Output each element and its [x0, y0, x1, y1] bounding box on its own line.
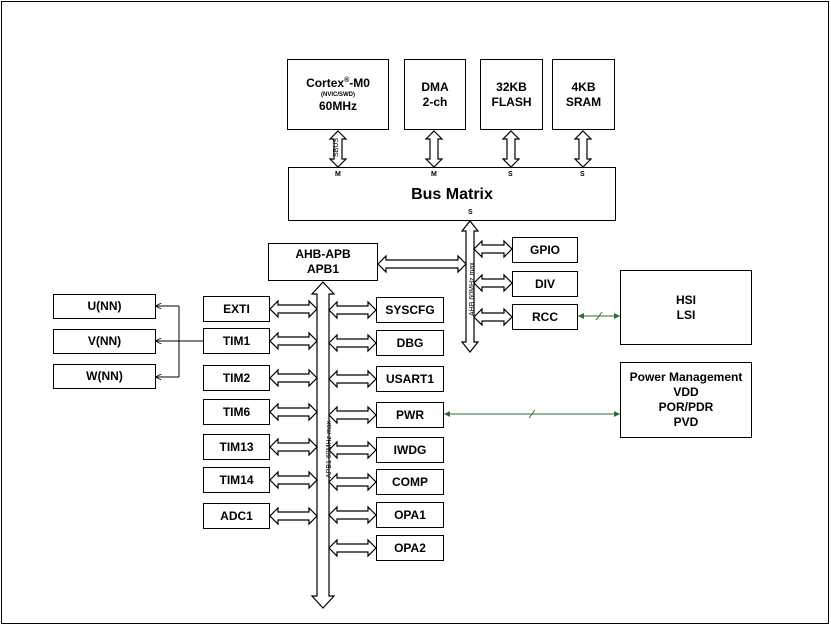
clock-line2: LSI [676, 307, 696, 322]
tim2-block: TIM2 [203, 365, 270, 391]
core-subtitle: (NVIC/SWD) [321, 91, 355, 98]
usart1-block: USART1 [376, 366, 444, 392]
tim13-block: TIM13 [203, 434, 270, 460]
apb-right-arrow-1 [328, 333, 377, 353]
rcc-block: RCC [512, 304, 578, 330]
port-s-flash: S [508, 171, 513, 178]
sram-line2: SRAM [565, 94, 602, 109]
power-line-pvd: PVD [673, 415, 699, 429]
core-title: Cortex®-M0 [306, 75, 370, 90]
bus-matrix: Bus Matrix [288, 167, 616, 221]
apb-left-arrow-6 [269, 506, 318, 526]
exti-block: EXTI [203, 296, 270, 322]
apb1-bus-label: APB1 60MHz max [326, 420, 333, 478]
pwr-power-link-head-a [444, 411, 450, 417]
tim6-block: TIM6 [203, 399, 270, 425]
apb-right-arrow-2 [328, 369, 377, 389]
core-frequency: 60MHz [318, 98, 357, 113]
sram-line1: 4KB [571, 79, 596, 94]
connectors [156, 130, 620, 609]
flash-line2: FLASH [491, 94, 532, 109]
clock-line1: HSI [675, 292, 696, 307]
apb-right-arrow-3 [328, 405, 377, 425]
bridge-ahb-arrow [377, 254, 467, 274]
power-management-block: Power Management VDD POR/PDR PVD [620, 362, 752, 438]
dma-block: DMA 2-ch [404, 59, 466, 130]
pwr-power-link-slash [528, 409, 536, 419]
apb-right-arrow-0 [328, 300, 377, 320]
apb1-bus-arrow [310, 281, 336, 609]
ahb-div-arrow [473, 273, 513, 293]
pwr-block: PWR [376, 402, 444, 428]
ahb-bus-label: AHB 60MHz max [469, 262, 476, 316]
port-m-core: M [335, 171, 341, 178]
ahb-gpio-arrow [473, 239, 513, 259]
flash-line1: 32KB [496, 79, 527, 94]
apb-right-arrow-6 [328, 505, 377, 525]
iwdg-block: IWDG [376, 437, 444, 463]
apb-right-arrow-7 [328, 538, 377, 558]
apb-right-arrow-5 [328, 472, 377, 492]
gpio-block: GPIO [512, 237, 578, 263]
output-v: V(NN) [53, 329, 156, 354]
power-title: Power Management [629, 370, 743, 384]
port-s-ahb: S [468, 209, 473, 216]
clock-sources-block: HSI LSI [620, 270, 752, 345]
sbus-label: SBUS [333, 137, 340, 157]
apb-left-arrow-3 [269, 402, 318, 422]
rcc-clock-link-head-a [578, 313, 584, 319]
apb-left-arrow-4 [269, 437, 318, 457]
dma-line1: DMA [421, 79, 449, 94]
registered-mark: ® [344, 76, 350, 84]
comp-block: COMP [376, 469, 444, 495]
bus-matrix-title: Bus Matrix [411, 185, 493, 203]
port-s-sram: S [580, 171, 585, 178]
opa2-block: OPA2 [376, 535, 444, 561]
flash-bus-arrow [501, 130, 521, 168]
sram-bus-arrow [573, 130, 593, 168]
tim14-block: TIM14 [203, 467, 270, 493]
dma-bus-arrow [424, 130, 444, 168]
power-line-vdd: VDD [673, 385, 699, 399]
rcc-clock-link-head-b [614, 313, 620, 319]
apb-right-arrow-4 [328, 440, 377, 460]
port-m-dma: M [431, 171, 437, 178]
apb-left-arrow-2 [269, 368, 318, 388]
apb-left-arrow-1 [269, 331, 318, 351]
ahb-apb-bridge: AHB-APB APB1 [268, 243, 378, 281]
dma-line2: 2-ch [422, 94, 448, 109]
pwr-power-link-head-b [614, 411, 620, 417]
sram-block: 4KB SRAM [552, 59, 615, 130]
apb-left-arrow-5 [269, 470, 318, 490]
output-w: W(NN) [53, 364, 156, 389]
div-block: DIV [512, 271, 578, 297]
opa1-block: OPA1 [376, 502, 444, 528]
output-u: U(NN) [53, 294, 156, 319]
bridge-line1: AHB-APB [295, 247, 351, 261]
tim1-block: TIM1 [203, 328, 270, 354]
power-line-por: POR/PDR [658, 400, 714, 414]
rcc-clock-link-slash [595, 311, 603, 321]
bridge-line2: APB1 [306, 262, 339, 276]
cortex-m0-core: Cortex®-M0 (NVIC/SWD) 60MHz [287, 59, 389, 130]
flash-block: 32KB FLASH [480, 59, 543, 130]
ahb-bus-arrow [460, 220, 480, 353]
syscfg-block: SYSCFG [376, 297, 444, 323]
dbg-block: DBG [376, 330, 444, 356]
adc1-block: ADC1 [203, 503, 270, 529]
apb-left-arrow-0 [269, 299, 318, 319]
ahb-rcc-arrow [473, 307, 513, 327]
